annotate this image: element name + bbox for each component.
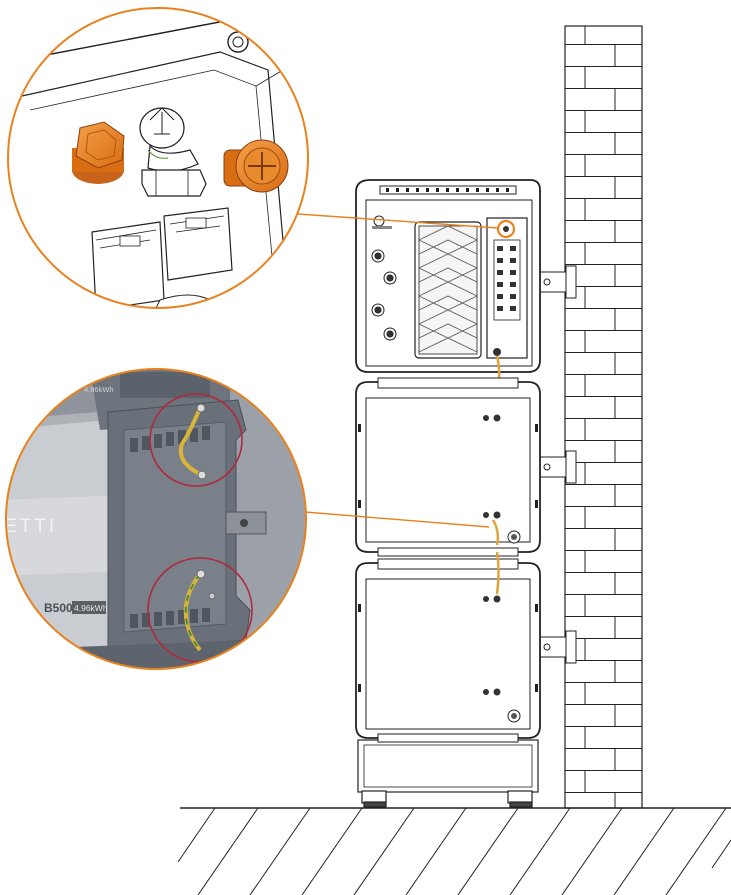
wall-bracket-top [536,266,576,298]
sealing-plug-icon [72,122,124,184]
battery-module-1 [356,378,540,556]
wall-bracket-middle [536,451,576,483]
base-stand [358,740,538,807]
detail-circle-photo: ETTI B500 4.96kWh 4.96kWh [0,369,320,680]
brick-wall [565,26,642,808]
brand-text: ETTI [4,516,57,537]
detail-circle-grounding [0,8,320,320]
ground [178,808,731,895]
battery-module-2 [356,552,540,742]
heat-sink [415,222,481,358]
model-text: B500 [44,601,73,615]
control-module [356,180,540,372]
capacity-badge-top: 4.96kWh [84,385,114,394]
terminal-block [487,218,527,358]
capacity-badge: 4.96kWh [74,603,108,613]
wall-bracket-bottom [536,631,576,663]
